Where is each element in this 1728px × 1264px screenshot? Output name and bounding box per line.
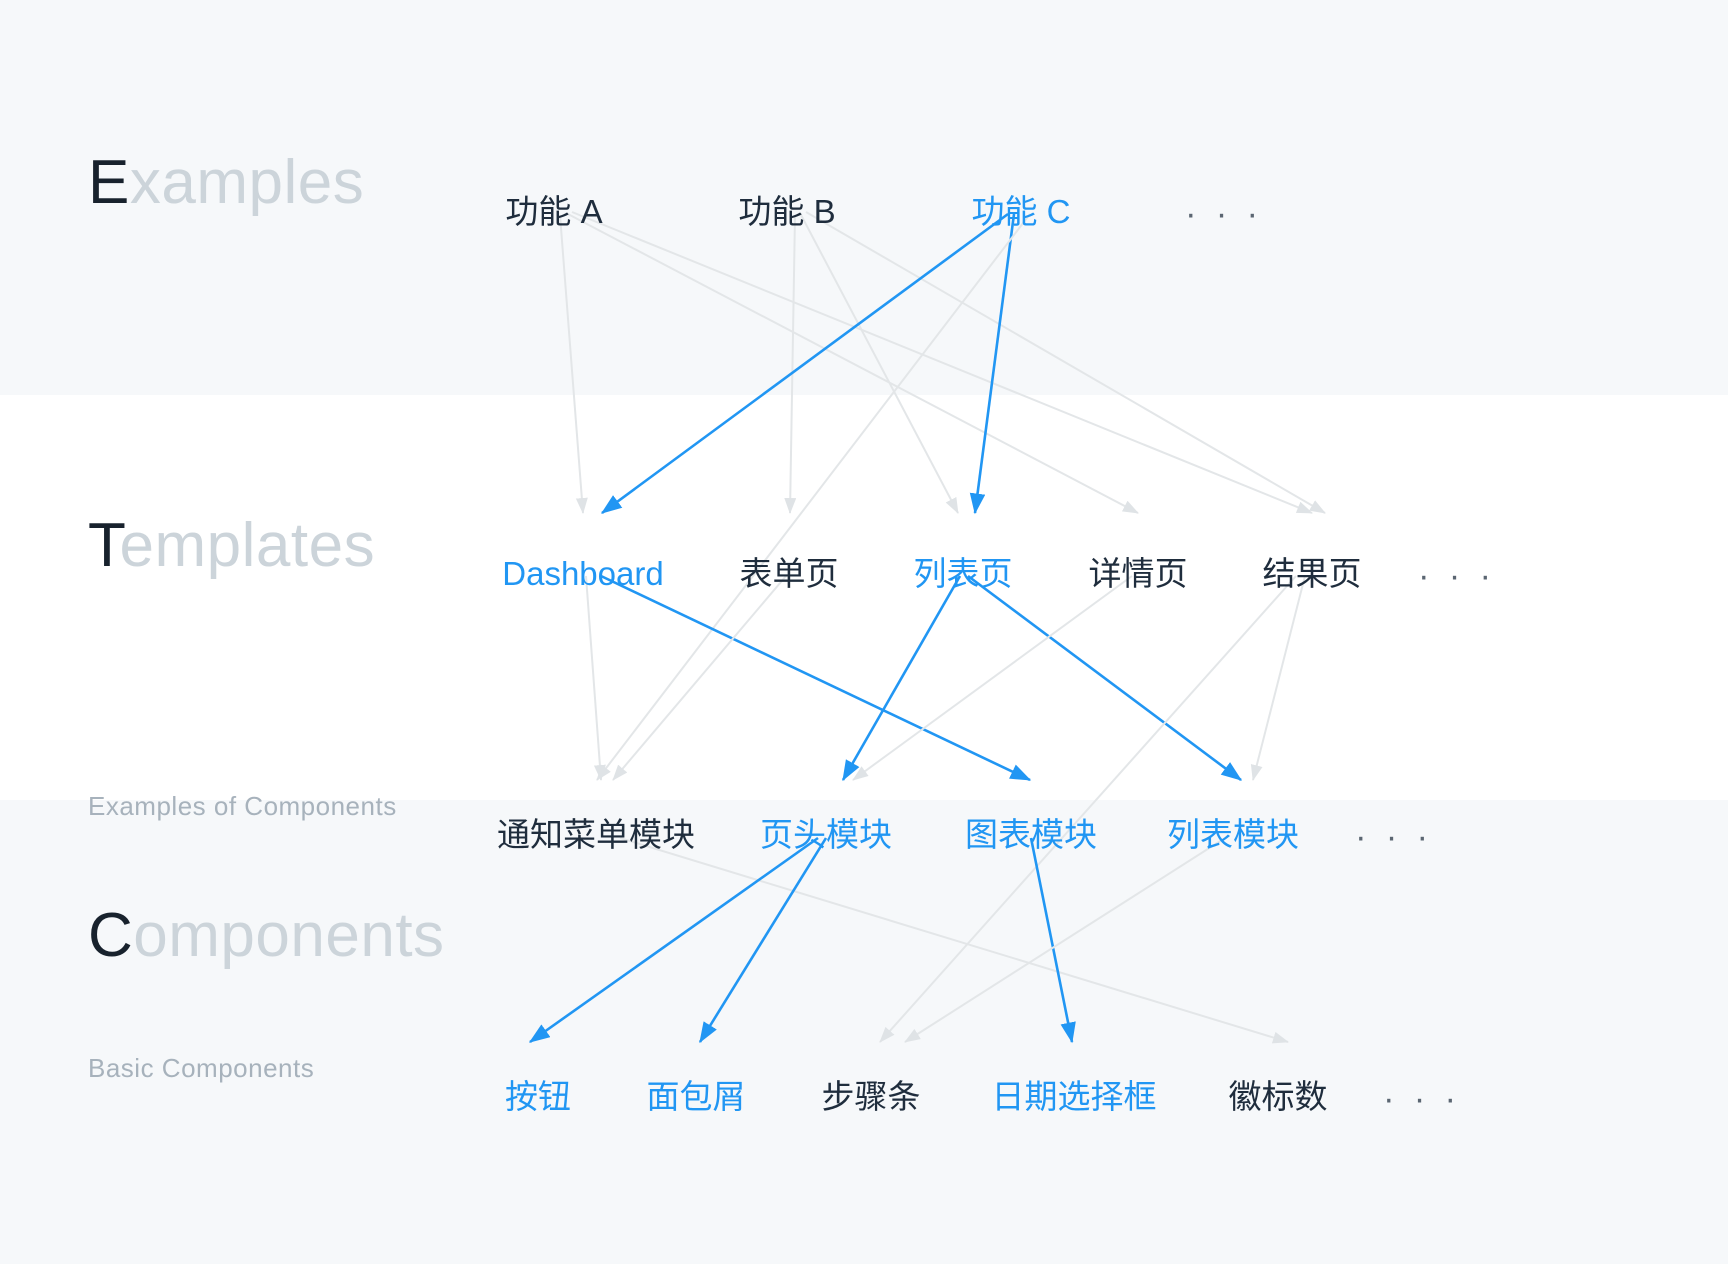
node-huibiaoshu[interactable]: 徽标数 bbox=[1228, 1078, 1328, 1115]
edge-gongneng-c-to-liebiaoye bbox=[969, 213, 1016, 515]
edge-dashboard-to-tongzhicaidanmokuai bbox=[585, 575, 606, 781]
edge-jieguoye-to-liebiaomokuai bbox=[1250, 575, 1306, 781]
edge-gongneng-c-to-yetoumokuai bbox=[596, 213, 1031, 781]
edge-liebiaoye-to-liebiaomokuai bbox=[967, 574, 1243, 782]
edge-gongneng-b-to-biaodanye bbox=[784, 214, 797, 514]
edge-tongzhicaidanmokuai-to-huibiaoshu bbox=[619, 837, 1289, 1044]
edge-gongneng-b-to-jieguoye bbox=[805, 211, 1326, 514]
edge-gongneng-c-to-dashboard bbox=[600, 212, 1009, 515]
ellipsis-component-examples: · · · bbox=[1355, 818, 1433, 856]
edge-dashboard-to-tubiaomokuai bbox=[600, 574, 1032, 782]
node-riqixuanzekuang[interactable]: 日期选择框 bbox=[991, 1078, 1157, 1115]
node-gongneng-a[interactable]: 功能 A bbox=[505, 193, 603, 230]
edge-xiangqingye-to-yetoumokuai bbox=[852, 575, 1133, 781]
node-tongzhicaidanmokuai[interactable]: 通知菜单模块 bbox=[497, 816, 695, 853]
section-heading-templates: Templates bbox=[88, 515, 375, 577]
ellipsis-basic-components: · · · bbox=[1383, 1080, 1461, 1118]
node-gongneng-c[interactable]: 功能 C bbox=[971, 193, 1071, 230]
edge-gongneng-a-to-xiangqingye bbox=[565, 212, 1139, 514]
node-liebiaoye[interactable]: 列表页 bbox=[913, 555, 1013, 592]
band-components bbox=[0, 800, 1728, 1264]
node-xiangqingye[interactable]: 详情页 bbox=[1088, 555, 1188, 592]
edge-gongneng-a-to-dashboard bbox=[559, 214, 588, 514]
band-templates bbox=[0, 395, 1728, 800]
node-mianbaoxie[interactable]: 面包屑 bbox=[646, 1078, 746, 1115]
node-dashboard[interactable]: Dashboard bbox=[502, 555, 664, 592]
node-gongneng-b[interactable]: 功能 B bbox=[738, 193, 836, 230]
edge-yetoumokuai-to-anniu bbox=[528, 836, 819, 1044]
node-yetoumokuai[interactable]: 页头模块 bbox=[760, 816, 892, 853]
section-heading-initial: T bbox=[88, 511, 120, 580]
section-heading-initial: C bbox=[88, 901, 134, 970]
section-heading-rest: omponents bbox=[133, 901, 445, 970]
node-tubiaomokuai[interactable]: 图表模块 bbox=[965, 816, 1097, 853]
edge-gongneng-a-to-jieguoye bbox=[571, 211, 1313, 514]
section-heading-components: Components bbox=[88, 905, 445, 967]
section-heading-initial: E bbox=[88, 148, 130, 217]
section-heading-rest: emplates bbox=[119, 511, 376, 580]
node-buzhoutiao[interactable]: 步骤条 bbox=[821, 1078, 921, 1115]
section-heading-rest: xamples bbox=[129, 148, 365, 217]
node-biaodanye[interactable]: 表单页 bbox=[739, 555, 839, 592]
edge-gongneng-b-to-liebiaoye bbox=[799, 212, 959, 514]
node-liebiaomokuai[interactable]: 列表模块 bbox=[1167, 816, 1299, 853]
section-heading-examples: Examples bbox=[88, 152, 364, 214]
ellipsis-examples: · · · bbox=[1185, 195, 1263, 233]
edge-jieguoye-to-buzhoutiao bbox=[879, 575, 1297, 1043]
edge-liebiaomokuai-to-bilan-right bbox=[904, 837, 1226, 1043]
section-heading-basic-components: Basic Components bbox=[88, 1053, 315, 1083]
node-jieguoye[interactable]: 结果页 bbox=[1262, 555, 1362, 592]
section-heading-examples-of-components: Examples of Components bbox=[88, 791, 397, 821]
edge-yetoumokuai-to-mianbaoxie bbox=[698, 837, 828, 1044]
node-anniu[interactable]: 按钮 bbox=[505, 1078, 571, 1115]
edge-tubiaomokuai-to-riqixuanzekuang bbox=[1029, 837, 1076, 1044]
band-examples bbox=[0, 0, 1728, 395]
edge-liebiaoye-to-yetoumokuai bbox=[841, 575, 962, 782]
ellipsis-templates: · · · bbox=[1418, 557, 1496, 595]
edge-biaodanye-to-tongzhicaidanmokuai bbox=[612, 575, 787, 781]
